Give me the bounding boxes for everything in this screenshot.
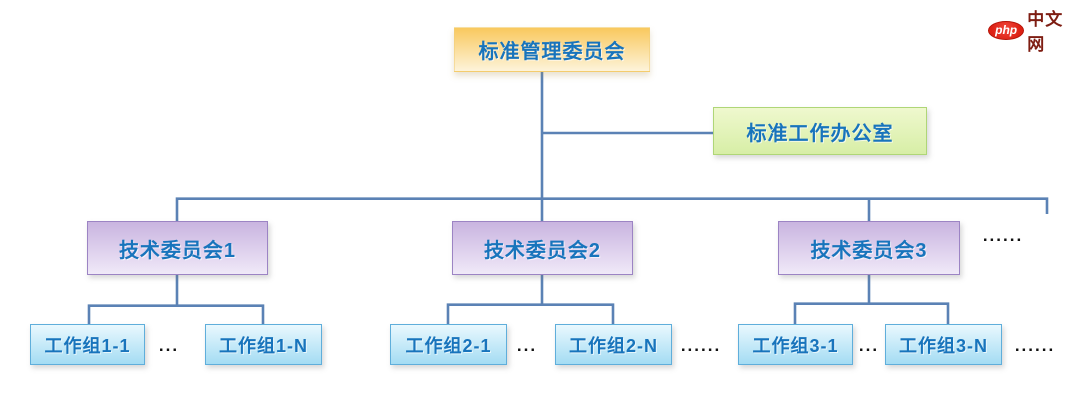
root-box: 标准管理委员会 xyxy=(454,27,650,72)
office-box: 标准工作办公室 xyxy=(713,107,927,155)
workgroup-box-2-n: 工作组2-N xyxy=(555,324,672,365)
ellipsis-workgroups-1: ... xyxy=(158,336,180,355)
ellipsis-more-committees: ...... xyxy=(982,226,1024,245)
ellipsis-workgroups-2: ... xyxy=(516,336,538,355)
connector-main-rail xyxy=(175,197,1049,221)
connector-committee3-rail xyxy=(793,302,950,324)
committee-box-2: 技术委员会2 xyxy=(452,221,633,275)
workgroup-box-1-n: 工作组1-N xyxy=(205,324,322,365)
ellipsis-workgroups-3: ... xyxy=(858,336,880,355)
workgroup-box-3-n: 工作组3-N xyxy=(885,324,1002,365)
ellipsis-more-workgroups-3: ...... xyxy=(1014,336,1056,355)
connector-committee2-rail xyxy=(446,303,615,324)
workgroup-box-3-1: 工作组3-1 xyxy=(738,324,853,365)
php-logo-text: 中文网 xyxy=(1027,10,1064,54)
committee-box-1: 技术委员会1 xyxy=(87,221,268,275)
php-site-logo: php 中文网 xyxy=(988,5,1080,55)
committee-box-3: 技术委员会3 xyxy=(778,221,960,275)
workgroup-box-2-1: 工作组2-1 xyxy=(390,324,507,365)
workgroup-box-1-1: 工作组1-1 xyxy=(30,324,145,365)
connector-committee1-rail xyxy=(87,304,265,324)
php-logo-badge-icon: php xyxy=(988,20,1025,40)
ellipsis-more-workgroups-2: ...... xyxy=(680,336,722,355)
